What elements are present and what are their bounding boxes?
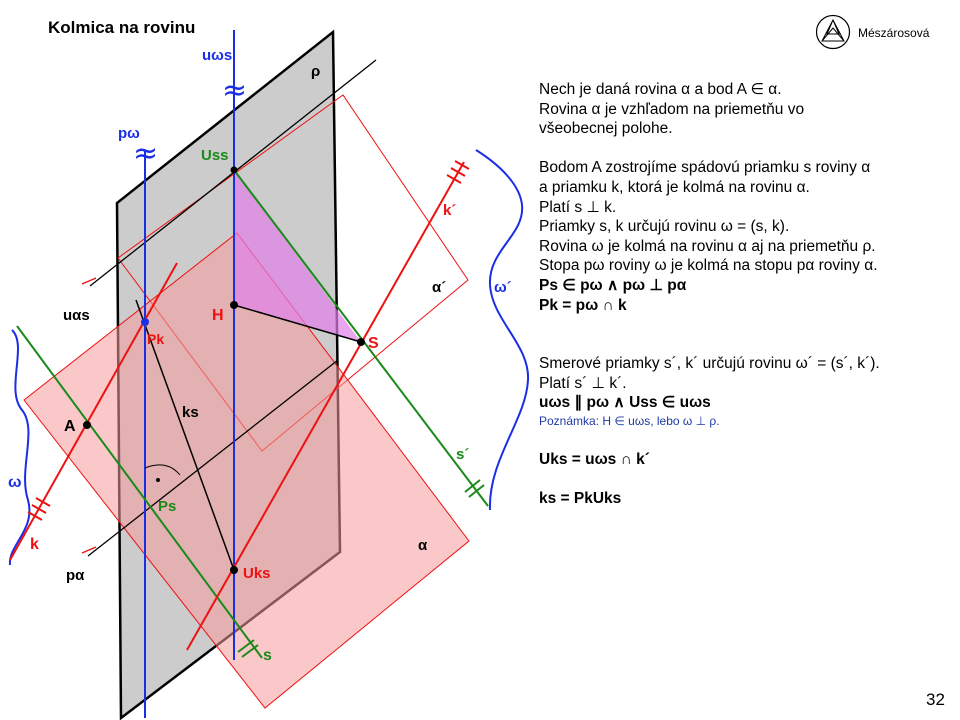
text-line: uωs ∥ pω ∧ Uss ∈ uωs bbox=[539, 394, 711, 412]
label-u-alpha-s: uαs bbox=[63, 307, 90, 324]
line-k-s bbox=[135, 299, 235, 571]
right-angle-marker bbox=[144, 464, 181, 476]
text-line: ks = PkUks bbox=[539, 489, 622, 507]
label-p-s: Ps bbox=[158, 498, 176, 515]
author-name: Mészárosová bbox=[858, 26, 930, 40]
line-h-s bbox=[233, 304, 362, 343]
text-line: všeobecnej polohe. bbox=[539, 120, 673, 138]
hatch-s-1 bbox=[237, 639, 255, 653]
label-s-prime: s´ bbox=[456, 446, 469, 463]
tick-p-alpha bbox=[81, 546, 97, 554]
approx-symbol-p-omega: ≈ bbox=[133, 136, 158, 171]
author-logo-icon bbox=[815, 14, 851, 50]
line-s bbox=[16, 325, 263, 659]
approx-symbol-u-omega-s: ≈ bbox=[222, 73, 247, 108]
label-u-omega-s: uωs bbox=[202, 47, 232, 64]
note-line: Poznámka: H ∈ uωs, lebo ω ⊥ ρ. bbox=[539, 413, 720, 428]
label-alpha: α bbox=[418, 537, 428, 554]
text-line: Ps ∈ pω ∧ pω ⊥ pα bbox=[539, 276, 687, 294]
text-line: Stopa pω roviny ω je kolmá na stopu pα r… bbox=[539, 257, 878, 275]
text-line: Nech je daná rovina α a bod A ∈ α. bbox=[539, 81, 782, 98]
line-p-alpha bbox=[87, 359, 339, 557]
label-omega: ω bbox=[8, 474, 22, 491]
curve-omega bbox=[8, 329, 31, 566]
tick-u-alpha-s bbox=[81, 277, 97, 285]
label-p-k: Pk bbox=[147, 331, 164, 347]
text-line: Platí s´ ⊥ k´. bbox=[539, 374, 627, 392]
explanation-text: Nech je daná rovina α a bod A ∈ α. Rovin… bbox=[539, 80, 954, 508]
page-number: 32 bbox=[926, 690, 945, 709]
text-line: Rovina α je vzhľadom na priemetňu vo bbox=[539, 100, 805, 118]
label-alpha-prime: α´ bbox=[432, 279, 446, 296]
label-k-prime: k´ bbox=[443, 202, 456, 219]
label-s-point: S bbox=[368, 335, 379, 352]
hatch-k-2 bbox=[31, 504, 47, 514]
point-u-s-s bbox=[230, 166, 238, 174]
hatch-s-2 bbox=[241, 644, 259, 658]
hatch-s-prime-1 bbox=[464, 479, 481, 493]
point-a bbox=[83, 421, 91, 429]
line-k bbox=[9, 262, 178, 561]
hatch-k-prime-1 bbox=[446, 174, 462, 184]
text-line: a priamku k, ktorá je kolmá na rovinu α. bbox=[539, 178, 810, 196]
plane-alpha bbox=[23, 232, 470, 709]
right-angle-dot bbox=[156, 478, 160, 482]
text-line: Priamky s, k určujú rovinu ω = (s, k). bbox=[539, 218, 790, 236]
label-a: A bbox=[64, 418, 76, 435]
label-k-s: ks bbox=[182, 404, 199, 421]
point-p-k bbox=[141, 318, 149, 326]
point-s bbox=[357, 338, 365, 346]
text-line: Uks = uωs ∩ k´ bbox=[539, 450, 650, 468]
perpendicular-to-plane-diagram: ≈ ≈ uωs ρ pω Uss k´ α´ ω´ uαs H Pk S ks … bbox=[8, 29, 530, 720]
curve-omega-prime bbox=[475, 149, 530, 511]
hatch-k-1 bbox=[27, 511, 43, 521]
page-title: Kolmica na rovinu bbox=[48, 18, 196, 37]
label-u-k-s: Uks bbox=[243, 565, 271, 582]
text-line: Rovina ω je kolmá na rovinu α aj na prie… bbox=[539, 237, 876, 255]
label-rho: ρ bbox=[311, 63, 320, 80]
label-u-s-s: Uss bbox=[201, 147, 229, 164]
point-u-k-s bbox=[230, 566, 238, 574]
label-p-alpha: pα bbox=[66, 567, 85, 584]
label-s: s bbox=[263, 647, 272, 664]
text-line: Bodom A zostrojíme spádovú priamku s rov… bbox=[539, 159, 871, 177]
label-p-omega: pω bbox=[118, 125, 140, 142]
text-line: Smerové priamky s´, k´ určujú rovinu ω´ … bbox=[539, 355, 880, 373]
hatch-k-prime-2 bbox=[450, 167, 466, 177]
hatch-k-3 bbox=[35, 497, 51, 507]
hatch-s-prime-2 bbox=[468, 484, 485, 498]
label-k: k bbox=[30, 536, 39, 553]
label-h: H bbox=[212, 307, 224, 324]
label-omega-prime: ω´ bbox=[494, 279, 512, 296]
text-line: Pk = pω ∩ k bbox=[539, 296, 627, 314]
hatch-k-prime-3 bbox=[454, 160, 470, 170]
point-h bbox=[230, 301, 238, 309]
text-line: Platí s ⊥ k. bbox=[539, 198, 617, 216]
